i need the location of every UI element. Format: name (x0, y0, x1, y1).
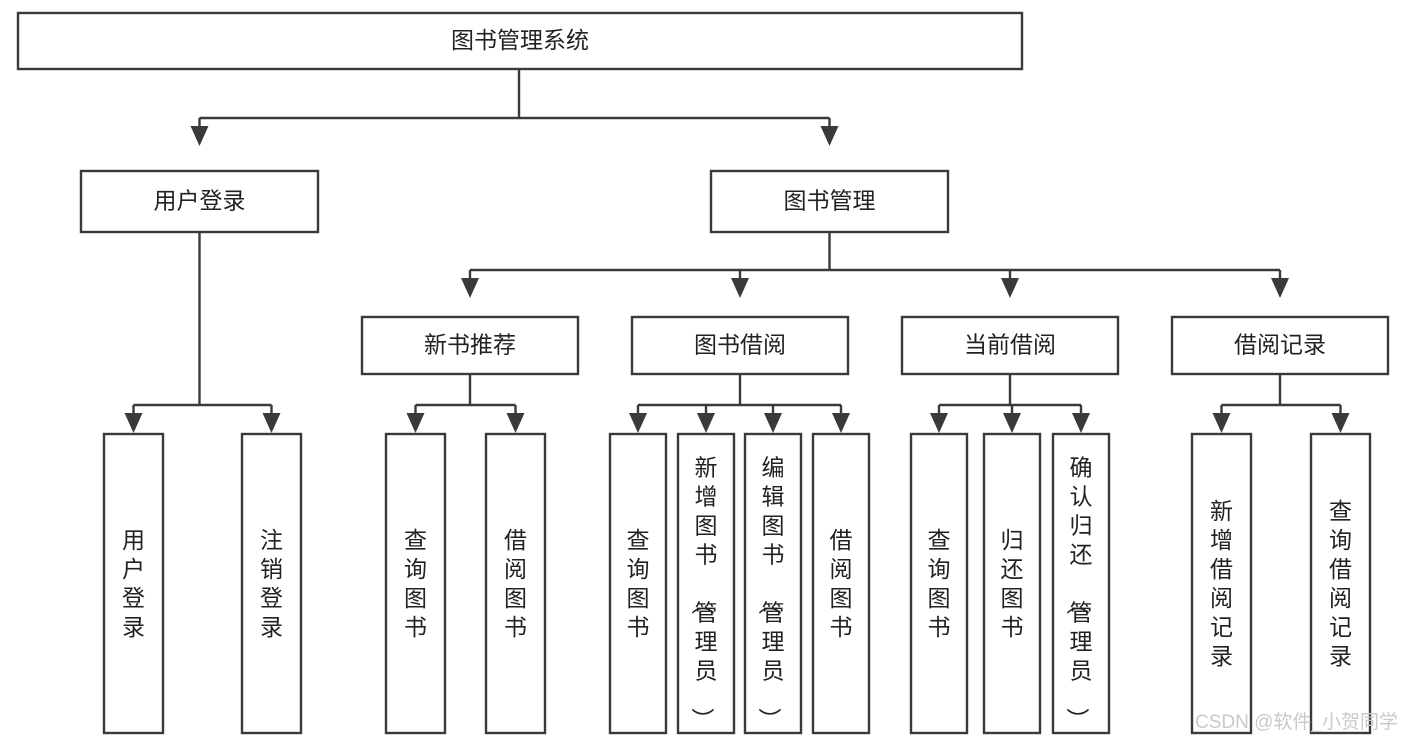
node-box-book-manage (709, 169, 950, 234)
node-leaf-borrow-book[interactable]: 借阅图书 (811, 432, 871, 735)
node-label-root: 图书管理系统 (451, 27, 589, 53)
node-box-leaf-logout (240, 432, 303, 735)
node-box-leaf-query-book-recommend (384, 432, 447, 735)
node-box-leaf-query-book-current (909, 432, 969, 735)
node-label-leaf-query-book-current: 查询图书 (928, 527, 951, 640)
node-box-leaf-return-book (982, 432, 1042, 735)
node-box-borrow-record (1170, 315, 1390, 376)
node-label-leaf-logout: 注销登录 (260, 527, 283, 640)
node-box-new-book-recommend (360, 315, 580, 376)
node-leaf-query-borrow-record[interactable]: 查询借阅记录 (1309, 432, 1372, 735)
node-label-leaf-query-book-recommend: 查询图书 (404, 527, 427, 640)
node-current-borrow[interactable]: 当前借阅 (900, 315, 1120, 376)
connector-recommend-to-leaves (406, 374, 525, 433)
node-leaf-add-book-admin[interactable]: 新增图书（管理员） (676, 432, 736, 735)
connector-layer (124, 69, 1350, 433)
node-leaf-query-book-recommend[interactable]: 查询图书 (384, 432, 447, 735)
node-leaf-confirm-return-admin[interactable]: 确认归还（管理员） (1051, 432, 1111, 735)
node-box-leaf-query-book-borrow (608, 432, 668, 735)
node-box-leaf-add-book-admin (676, 432, 736, 735)
connector-root-to-level2 (190, 69, 839, 146)
node-box-leaf-borrow-book (811, 432, 871, 735)
node-box-leaf-query-borrow-record (1309, 432, 1372, 735)
connector-book-manage-to-level3 (461, 232, 1289, 298)
node-label-leaf-add-borrow-record: 新增借阅记录 (1210, 498, 1233, 669)
connector-borrow-to-leaves (629, 374, 850, 433)
node-new-book-recommend[interactable]: 新书推荐 (360, 315, 580, 376)
node-box-book-borrow (630, 315, 850, 376)
node-label-current-borrow: 当前借阅 (964, 332, 1056, 358)
node-leaf-add-borrow-record[interactable]: 新增借阅记录 (1190, 432, 1253, 735)
node-book-manage[interactable]: 图书管理 (709, 169, 950, 234)
node-label-new-book-recommend: 新书推荐 (424, 332, 516, 358)
connector-current-to-leaves (930, 374, 1090, 433)
node-box-current-borrow (900, 315, 1120, 376)
node-root[interactable]: 图书管理系统 (16, 11, 1024, 71)
node-box-leaf-borrow-book-recommend (484, 432, 547, 735)
node-leaf-borrow-book-recommend[interactable]: 借阅图书 (484, 432, 547, 735)
node-leaf-query-book-borrow[interactable]: 查询图书 (608, 432, 668, 735)
connector-record-to-leaves (1212, 374, 1350, 433)
csdn-watermark: CSDN @软件_小贺同学 (1195, 711, 1398, 733)
node-label-leaf-borrow-book: 借阅图书 (830, 527, 853, 640)
connector-user-login-to-leaves (124, 232, 281, 433)
node-label-leaf-user-login: 用户登录 (122, 527, 145, 640)
node-book-borrow[interactable]: 图书借阅 (630, 315, 850, 376)
node-user-login[interactable]: 用户登录 (79, 169, 320, 234)
node-box-leaf-confirm-return-admin (1051, 432, 1111, 735)
node-label-leaf-add-book-admin: 新增图书（管理员） (690, 455, 718, 731)
node-box-user-login (79, 169, 320, 234)
node-label-book-borrow: 图书借阅 (694, 332, 786, 358)
node-leaf-user-login[interactable]: 用户登录 (102, 432, 165, 735)
node-label-user-login: 用户登录 (154, 188, 246, 214)
node-layer: 图书管理系统用户登录图书管理新书推荐图书借阅当前借阅借阅记录用户登录注销登录查询… (16, 11, 1390, 735)
node-label-leaf-edit-book-admin: 编辑图书（管理员） (757, 455, 785, 731)
node-label-leaf-query-borrow-record: 查询借阅记录 (1329, 498, 1352, 669)
node-box-root (16, 11, 1024, 71)
node-label-leaf-confirm-return-admin: 确认归还（管理员） (1065, 455, 1093, 731)
node-leaf-query-book-current[interactable]: 查询图书 (909, 432, 969, 735)
node-label-leaf-borrow-book-recommend: 借阅图书 (504, 527, 527, 640)
node-label-borrow-record: 借阅记录 (1234, 332, 1326, 358)
node-leaf-edit-book-admin[interactable]: 编辑图书（管理员） (743, 432, 803, 735)
node-box-leaf-add-borrow-record (1190, 432, 1253, 735)
node-box-leaf-user-login (102, 432, 165, 735)
node-label-leaf-query-book-borrow: 查询图书 (627, 527, 650, 640)
node-leaf-logout[interactable]: 注销登录 (240, 432, 303, 735)
node-label-book-manage: 图书管理 (784, 188, 876, 214)
node-label-leaf-return-book: 归还图书 (1001, 527, 1024, 640)
node-box-leaf-edit-book-admin (743, 432, 803, 735)
node-borrow-record[interactable]: 借阅记录 (1170, 315, 1390, 376)
node-leaf-return-book[interactable]: 归还图书 (982, 432, 1042, 735)
